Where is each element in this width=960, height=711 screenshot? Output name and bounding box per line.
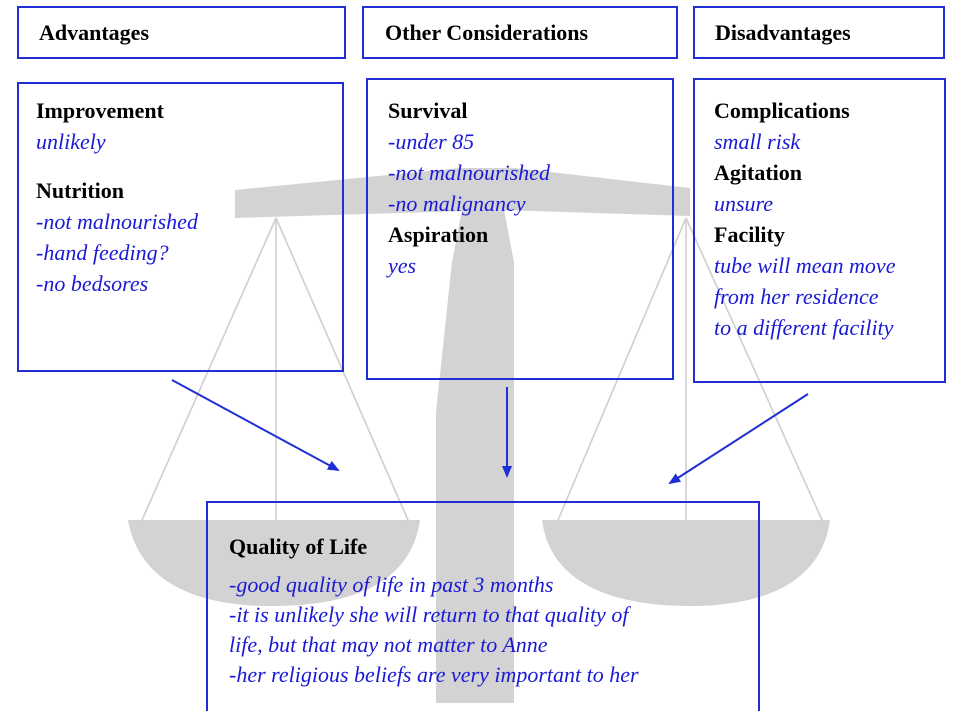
- facility-line-1: tube will mean move: [714, 253, 896, 278]
- right-pan-string-outer: [685, 217, 823, 521]
- improvement-line-1: unlikely: [36, 129, 106, 154]
- aspiration-line-1: yes: [388, 253, 417, 278]
- survival-heading: Survival: [388, 98, 468, 123]
- advantages-box: Improvement unlikely Nutrition -not maln…: [17, 82, 344, 372]
- agitation-heading: Agitation: [714, 160, 802, 185]
- quality-line-4: -her religious beliefs are very importan…: [229, 662, 639, 687]
- facility-line-2: from her residence: [714, 284, 879, 309]
- advantages-header: Advantages: [39, 20, 150, 45]
- left-scale-pan: [128, 520, 420, 606]
- disadvantages-arrow: [668, 393, 809, 485]
- complications-line-1: small risk: [714, 129, 801, 154]
- quality-of-life-content: Quality of Life -good quality of life in…: [229, 532, 639, 690]
- disadvantages-header-box: Disadvantages: [693, 6, 945, 59]
- left-pan-string-outer: [141, 217, 277, 521]
- disadvantages-box: Complications small risk Agitation unsur…: [693, 78, 946, 383]
- facility-line-3: to a different facility: [714, 315, 894, 340]
- quality-of-life-box: Quality of Life -good quality of life in…: [206, 501, 760, 711]
- quality-line-2: -it is unlikely she will return to that …: [229, 602, 629, 627]
- other-considerations-box: Survival -under 85 -not malnourished -no…: [366, 78, 674, 380]
- nutrition-heading: Nutrition: [36, 178, 124, 203]
- facility-heading: Facility: [714, 222, 785, 247]
- other-considerations-header-box: Other Considerations: [362, 6, 678, 59]
- other-considerations-content: Survival -under 85 -not malnourished -no…: [388, 95, 550, 281]
- improvement-heading: Improvement: [36, 98, 164, 123]
- nutrition-line-1: -not malnourished: [36, 209, 198, 234]
- nutrition-line-3: -no bedsores: [36, 271, 149, 296]
- quality-of-life-heading: Quality of Life: [229, 534, 368, 559]
- other-considerations-header: Other Considerations: [385, 20, 589, 45]
- scale-beam: [235, 168, 690, 218]
- survival-line-2: -not malnourished: [388, 160, 550, 185]
- disadvantages-header: Disadvantages: [715, 20, 851, 45]
- survival-line-3: -no malignancy: [388, 191, 526, 216]
- quality-line-3: life, but that may not matter to Anne: [229, 632, 548, 657]
- advantages-header-box: Advantages: [17, 6, 346, 59]
- nutrition-line-2: -hand feeding?: [36, 240, 169, 265]
- right-pan-string-inner: [557, 217, 687, 521]
- disadvantages-content: Complications small risk Agitation unsur…: [714, 95, 895, 343]
- complications-heading: Complications: [714, 98, 850, 123]
- survival-line-1: -under 85: [388, 129, 475, 154]
- quality-line-1: -good quality of life in past 3 months: [229, 572, 554, 597]
- advantages-arrow: [171, 379, 340, 471]
- scale-pillar: [436, 210, 514, 703]
- aspiration-heading: Aspiration: [388, 222, 489, 247]
- agitation-line-1: unsure: [714, 191, 774, 216]
- advantages-content: Improvement unlikely Nutrition -not maln…: [36, 95, 198, 299]
